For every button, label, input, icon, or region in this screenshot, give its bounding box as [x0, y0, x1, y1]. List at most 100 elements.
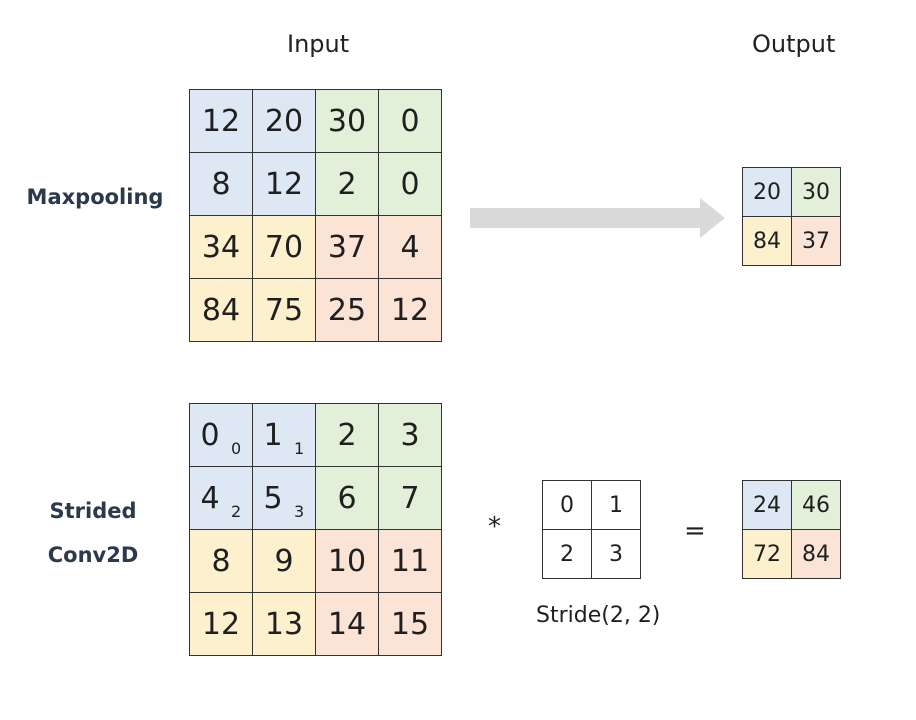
- maxpool-input-value: 12: [390, 292, 430, 328]
- maxpool-output-cell: 37: [792, 217, 841, 266]
- conv-input-value: 6: [337, 480, 357, 516]
- conv-input-value: 13: [264, 606, 304, 642]
- kernel-grid: 0 1 2 3: [542, 480, 641, 579]
- conv-input-cell: 2: [316, 404, 379, 467]
- maxpool-input-cell: 12: [379, 279, 442, 342]
- kernel-value: 0: [560, 492, 574, 518]
- conv-output-value: 84: [802, 541, 830, 567]
- maxpool-input-value: 0: [400, 103, 420, 139]
- kernel-value: 1: [609, 492, 623, 518]
- maxpool-output-value: 84: [753, 228, 781, 254]
- conv-output-value: 46: [802, 492, 830, 518]
- maxpool-input-value: 34: [201, 229, 241, 265]
- maxpool-output-cell: 30: [792, 168, 841, 217]
- conv-input-value: 7: [400, 480, 420, 516]
- multiply-operator: *: [488, 512, 501, 542]
- conv-input-value: 4: [200, 480, 220, 516]
- conv-input-cell: 7: [379, 467, 442, 530]
- maxpool-input-cell: 12: [190, 90, 253, 153]
- conv-input-subscript: 2: [231, 502, 242, 521]
- maxpool-input-value: 25: [327, 292, 367, 328]
- maxpool-input-value: 2: [337, 166, 357, 202]
- maxpool-input-cell: 30: [316, 90, 379, 153]
- maxpool-output-cell: 84: [743, 217, 792, 266]
- conv-input-value: 11: [390, 543, 430, 579]
- maxpool-input-cell: 70: [253, 216, 316, 279]
- conv-output-grid: 24 46 72 84: [742, 480, 841, 579]
- maxpool-input-cell: 75: [253, 279, 316, 342]
- conv-input-value: 15: [390, 606, 430, 642]
- maxpool-input-value: 4: [400, 229, 420, 265]
- maxpool-input-cell: 25: [316, 279, 379, 342]
- kernel-value: 2: [560, 541, 574, 567]
- maxpooling-label: Maxpooling: [26, 185, 164, 209]
- conv-input-cell: 3: [379, 404, 442, 467]
- conv2d-label: Conv2D: [47, 543, 139, 567]
- maxpool-input-cell: 0: [379, 153, 442, 216]
- conv-input-value: 1: [263, 417, 283, 453]
- maxpool-input-cell: 8: [190, 153, 253, 216]
- conv-input-value: 0: [200, 417, 220, 453]
- arrow-right-icon: [470, 198, 725, 238]
- maxpool-input-cell: 12: [253, 153, 316, 216]
- conv-input-cell: 10: [316, 530, 379, 593]
- conv-input-cell: 13: [253, 593, 316, 656]
- conv-input-value: 12: [201, 606, 241, 642]
- maxpool-output-value: 37: [802, 228, 830, 254]
- input-header: Input: [287, 30, 350, 58]
- kernel-cell: 3: [592, 530, 641, 579]
- maxpool-output-value: 20: [753, 179, 781, 205]
- conv-input-value: 10: [327, 543, 367, 579]
- conv-input-cell: 12: [190, 593, 253, 656]
- conv-output-cell: 46: [792, 481, 841, 530]
- conv-output-cell: 84: [792, 530, 841, 579]
- conv-input-value: 2: [337, 417, 357, 453]
- maxpool-input-value: 0: [400, 166, 420, 202]
- conv-input-cell: 9: [253, 530, 316, 593]
- conv-output-cell: 72: [743, 530, 792, 579]
- maxpool-input-value: 84: [201, 292, 241, 328]
- strided-label: Strided: [49, 499, 137, 523]
- conv-input-cell: 6: [316, 467, 379, 530]
- maxpool-input-cell: 34: [190, 216, 253, 279]
- maxpool-input-cell: 2: [316, 153, 379, 216]
- conv-input-cell: 15: [379, 593, 442, 656]
- conv-input-subscript: 1: [294, 439, 305, 458]
- maxpool-output-grid: 20 30 84 37: [742, 167, 841, 266]
- maxpool-input-cell: 20: [253, 90, 316, 153]
- conv-input-cell: 14: [316, 593, 379, 656]
- conv-input-value: 14: [327, 606, 367, 642]
- conv-input-value: 8: [211, 543, 231, 579]
- conv-output-value: 72: [753, 541, 781, 567]
- conv-input-cell: 8: [190, 530, 253, 593]
- kernel-value: 3: [609, 541, 623, 567]
- maxpool-input-value: 70: [264, 229, 304, 265]
- conv-input-value: 5: [263, 480, 283, 516]
- kernel-cell: 0: [543, 481, 592, 530]
- conv-input-value: 3: [400, 417, 420, 453]
- maxpool-input-value: 12: [201, 103, 241, 139]
- maxpool-input-value: 75: [264, 292, 304, 328]
- maxpool-input-value: 37: [327, 229, 367, 265]
- conv-input-cell: 11: [379, 530, 442, 593]
- conv-output-value: 24: [753, 492, 781, 518]
- maxpool-input-value: 20: [264, 103, 304, 139]
- maxpool-input-value: 30: [327, 103, 367, 139]
- kernel-cell: 2: [543, 530, 592, 579]
- kernel-cell: 1: [592, 481, 641, 530]
- maxpool-output-value: 30: [802, 179, 830, 205]
- conv-output-cell: 24: [743, 481, 792, 530]
- maxpool-input-value: 8: [211, 166, 231, 202]
- maxpool-output-cell: 20: [743, 168, 792, 217]
- stride-label: Stride(2, 2): [536, 603, 661, 628]
- conv-input-subscript: 3: [294, 502, 305, 521]
- conv-input-value: 9: [274, 543, 294, 579]
- equals-operator: =: [684, 516, 706, 546]
- output-header: Output: [752, 30, 836, 58]
